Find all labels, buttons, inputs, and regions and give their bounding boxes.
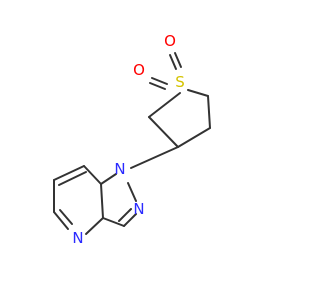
atom-o1: O <box>164 32 176 50</box>
bond-c3a-c7a <box>100 183 104 219</box>
bond-s-o1 <box>169 54 177 70</box>
bond-ch2-bottom-ch2-right <box>207 95 211 129</box>
bond-n2-c3 <box>123 213 137 227</box>
bond-c7-c6-inner <box>58 171 87 186</box>
bond-c7a-c7 <box>83 165 102 185</box>
molecule-structure: S O O N N N <box>53 32 211 247</box>
molecule-canvas: S O O N N N <box>53 32 211 247</box>
bond-c3-c3a <box>102 217 125 227</box>
pyrazolopyridine-core <box>53 165 137 235</box>
bond-n2-c3-inner <box>118 208 132 222</box>
atom-n3: N <box>72 229 83 247</box>
atom-s: S <box>175 73 185 91</box>
atom-n2: N <box>133 200 144 218</box>
bond-s-o2 <box>151 77 168 85</box>
bond-s-o1-double <box>174 52 182 68</box>
bond-s-o2-double <box>149 82 166 90</box>
atom-n1: N <box>114 160 125 178</box>
bond-s-ch2-left <box>148 92 181 118</box>
sulfolane-ring <box>148 52 211 148</box>
bond-ch-n1 <box>130 146 179 169</box>
bond-c5-n4 <box>53 211 69 230</box>
bond-n4-c3a <box>85 217 104 235</box>
bond-ch-ch2-bottom <box>177 127 211 148</box>
bond-n1-n2 <box>127 182 137 202</box>
bond-n1-c7a <box>100 173 117 185</box>
bond-c5-n4-inner <box>59 209 73 225</box>
bond-c7-c6 <box>53 165 85 181</box>
bond-ch2-left-ch <box>148 116 179 148</box>
bond-ch2-right-s <box>187 89 209 97</box>
atom-o2: O <box>133 61 145 79</box>
